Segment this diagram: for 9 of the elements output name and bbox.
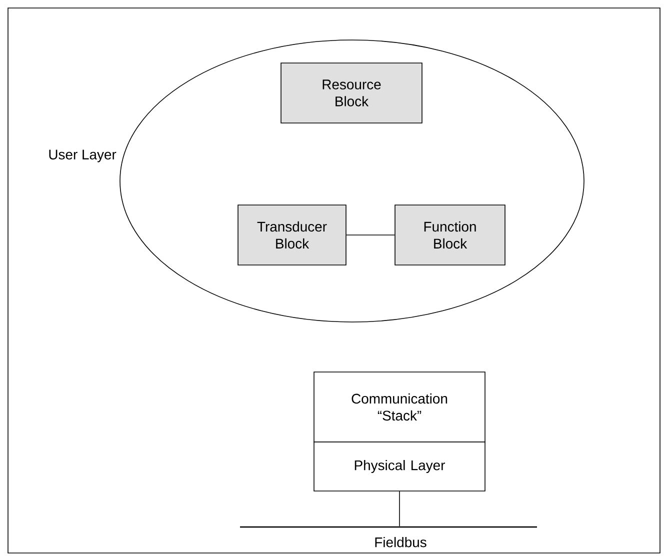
- block-box: Transducer Block: [238, 204, 346, 266]
- block-box: Resource Block: [280, 62, 422, 124]
- bus-label: Fieldbus: [375, 536, 426, 548]
- block-box: Function Block: [394, 204, 506, 266]
- stack-box: Physical Layer: [314, 442, 486, 492]
- stack-box: Communication “Stack”: [314, 372, 486, 442]
- connector-line: [346, 234, 395, 236]
- layer-label: User Layer: [49, 150, 116, 162]
- connector-line: [399, 491, 400, 527]
